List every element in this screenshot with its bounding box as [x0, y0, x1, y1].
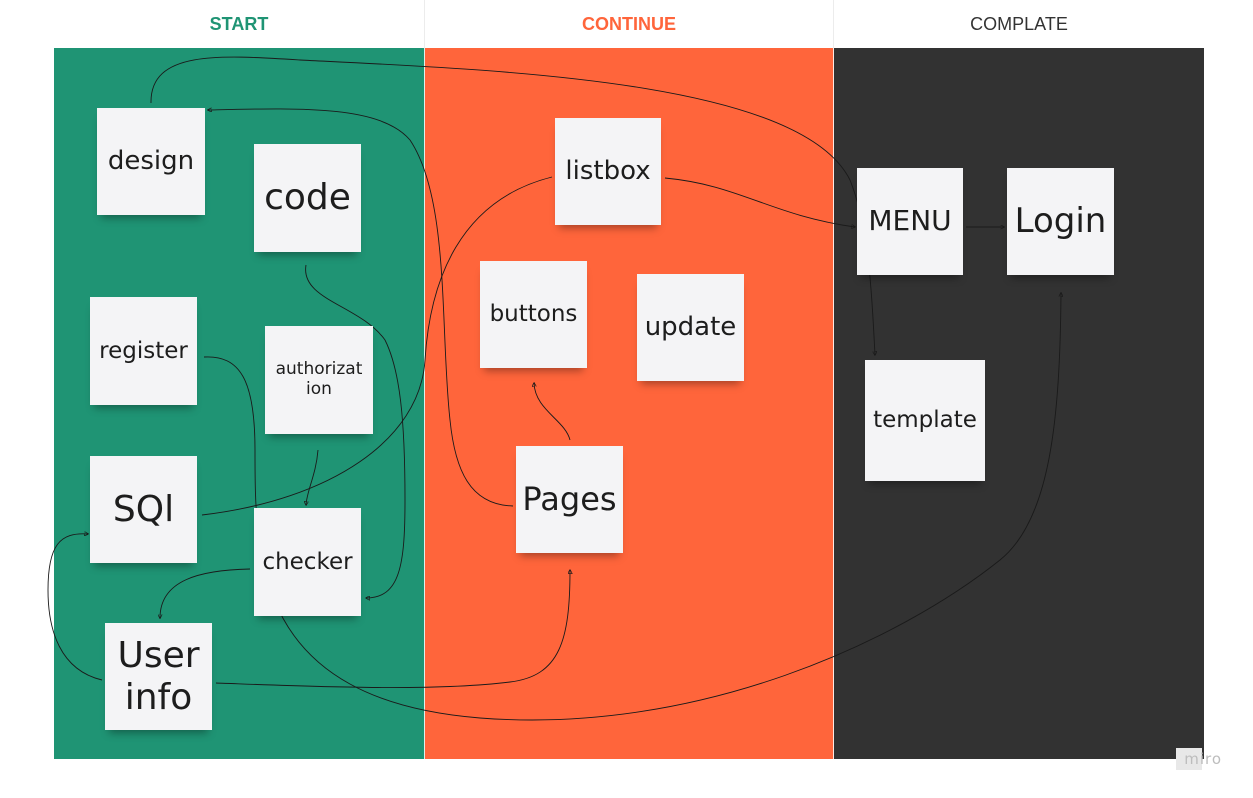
sticky-text: listbox	[565, 155, 651, 186]
sticky-note-register[interactable]: register	[90, 297, 197, 405]
miro-watermark-logo: miro	[1176, 748, 1222, 770]
watermark-box	[1176, 748, 1202, 770]
sticky-note-checker[interactable]: checker	[254, 508, 361, 616]
sticky-text: authorizat	[275, 359, 363, 380]
sticky-text: Pages	[522, 480, 617, 519]
column-title-continue: CONTINUE	[582, 13, 676, 34]
sticky-note-template[interactable]: template	[865, 360, 985, 481]
sticky-text: User	[117, 635, 200, 677]
sticky-text: update	[644, 311, 737, 342]
sticky-note-listbox[interactable]: listbox	[555, 118, 661, 225]
sticky-note-design[interactable]: design	[97, 108, 205, 215]
sticky-note-update[interactable]: update	[637, 274, 744, 381]
sticky-text: buttons	[489, 301, 578, 328]
sticky-text: code	[264, 177, 351, 219]
column-header-complete[interactable]: COMPLATE	[834, 0, 1204, 48]
sticky-text: checker	[262, 548, 353, 575]
sticky-note-pages[interactable]: Pages	[516, 446, 623, 553]
sticky-note-user-info[interactable]: User info	[105, 623, 212, 730]
column-header-continue[interactable]: CONTINUE	[425, 0, 834, 48]
sticky-text: SQl	[112, 488, 175, 530]
sticky-note-code[interactable]: code	[254, 144, 361, 252]
column-title-complete: COMPLATE	[970, 13, 1068, 34]
sticky-note-authorization[interactable]: authorizat ion	[265, 326, 373, 434]
sticky-text: ion	[306, 379, 332, 399]
column-title-start: START	[209, 13, 269, 34]
sticky-text: MENU	[868, 204, 952, 238]
sticky-note-buttons[interactable]: buttons	[480, 261, 587, 368]
column-divider	[424, 48, 425, 759]
column-divider	[833, 48, 834, 759]
sticky-note-menu[interactable]: MENU	[857, 168, 963, 275]
sticky-text: register	[99, 337, 188, 364]
sticky-text: template	[873, 407, 977, 434]
sticky-text: design	[107, 145, 195, 176]
watermark-text: miro	[1184, 750, 1222, 768]
sticky-text: Login	[1014, 200, 1107, 241]
column-header-start[interactable]: START	[54, 0, 425, 48]
sticky-note-login[interactable]: Login	[1007, 168, 1114, 275]
sticky-note-sql[interactable]: SQl	[90, 456, 197, 563]
sticky-text: info	[124, 676, 193, 718]
